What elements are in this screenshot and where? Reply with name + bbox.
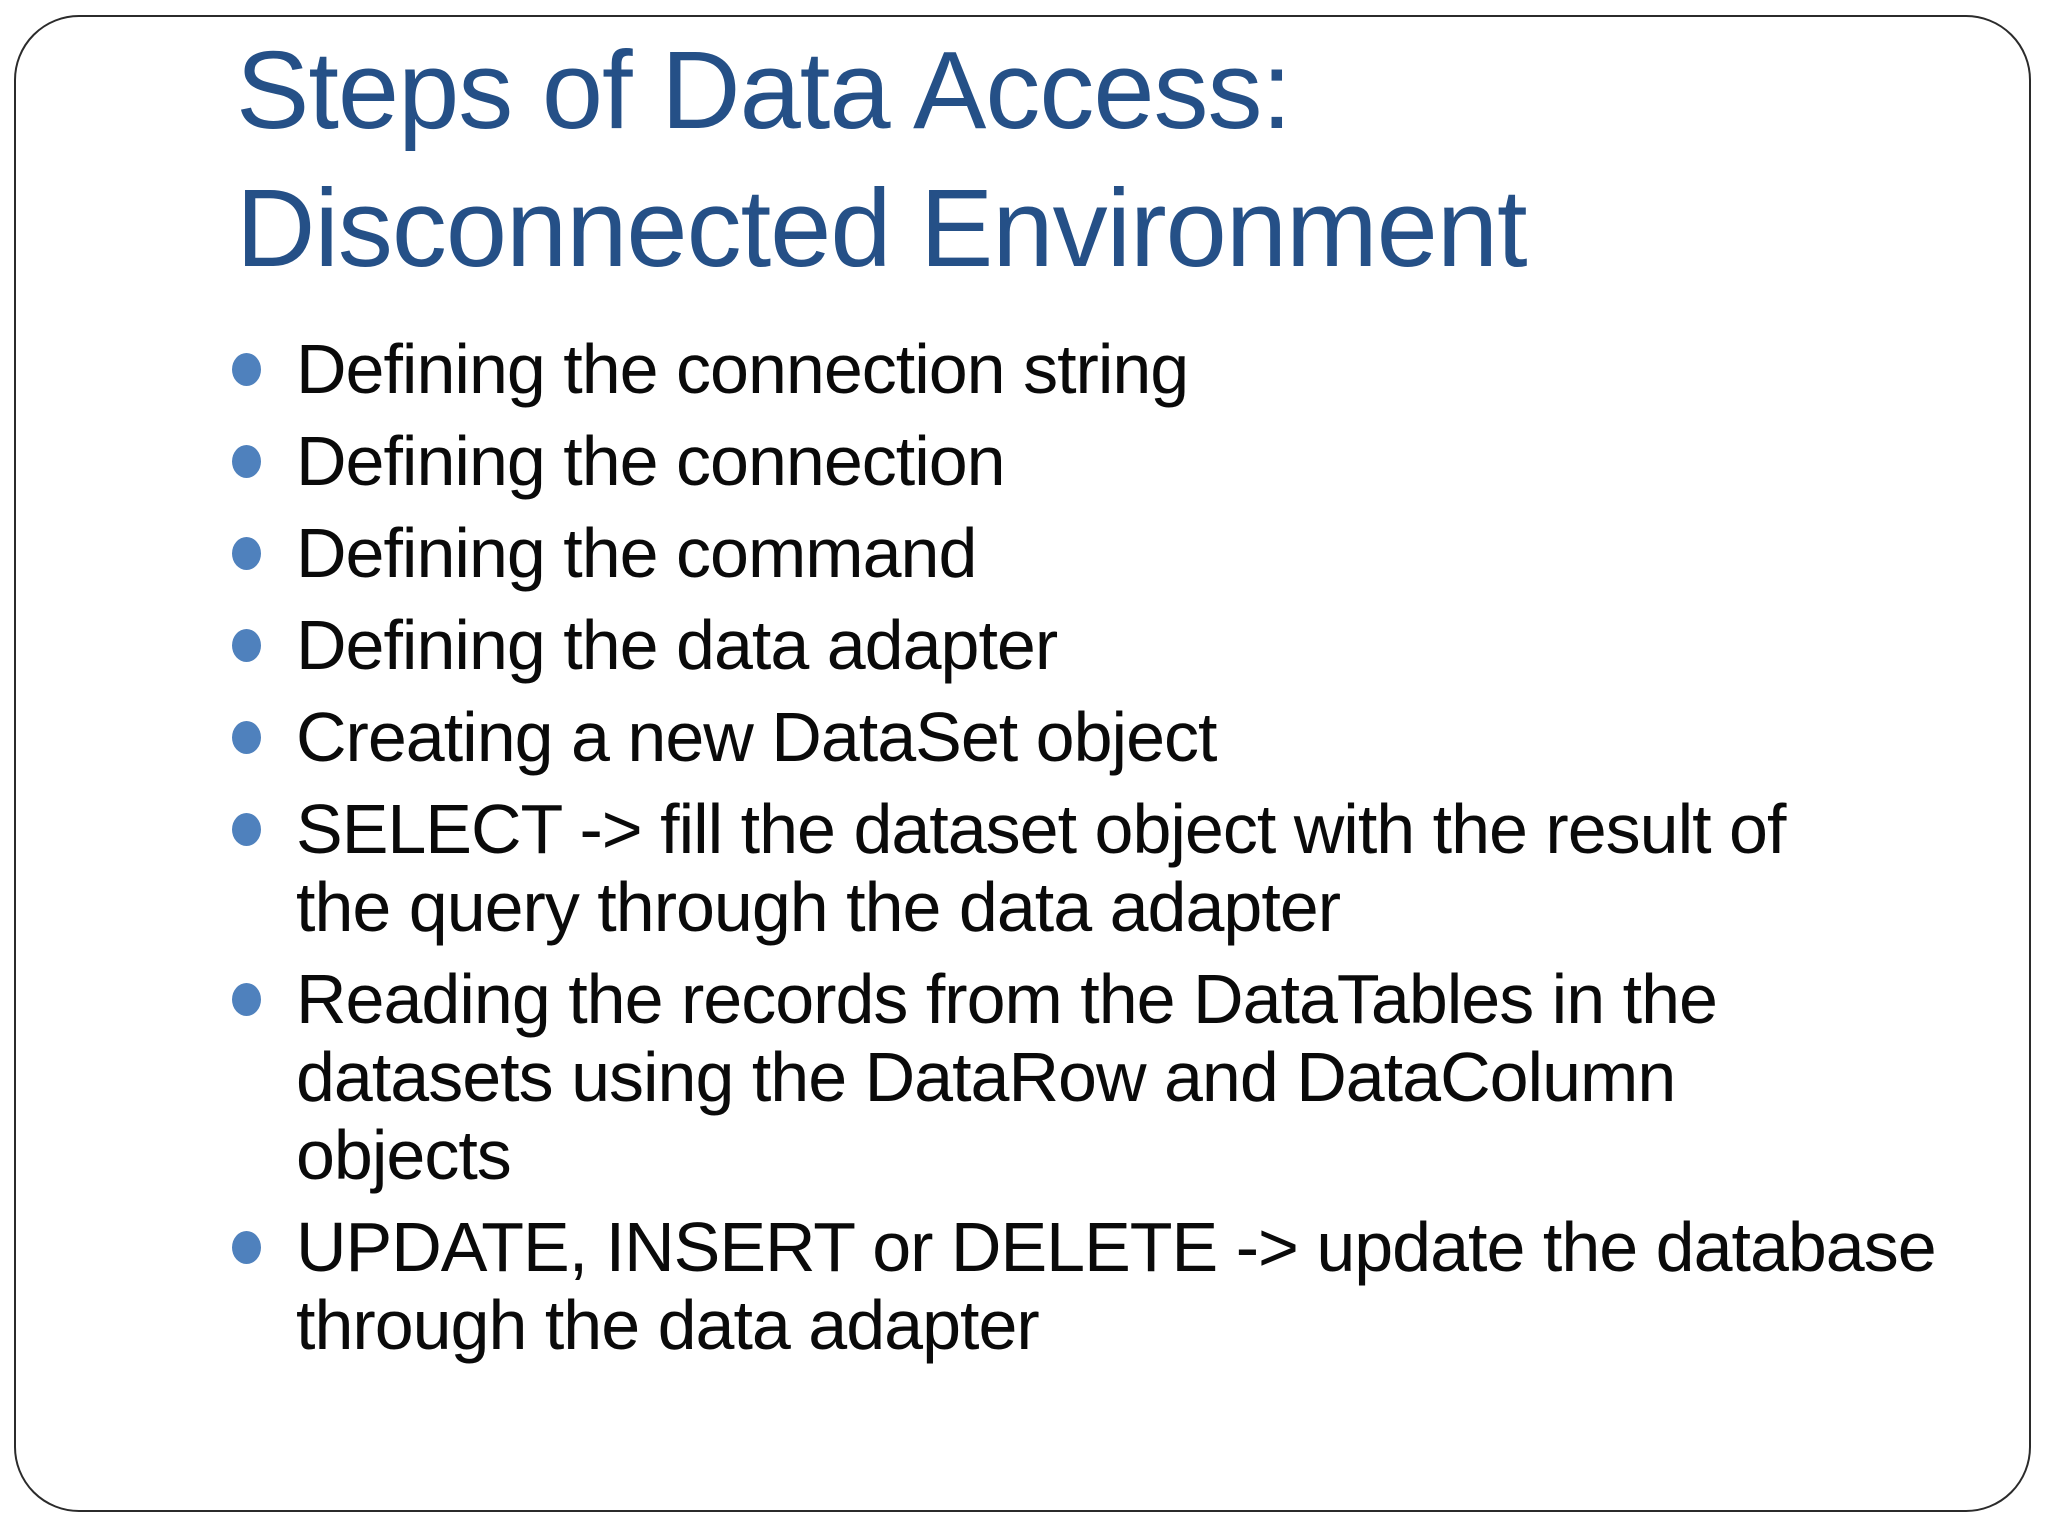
bullet-item: Creating a new DataSet object: [232, 698, 1936, 776]
slide-title-line-1: Steps of Data Access:: [236, 29, 1292, 152]
bullet-text: Defining the data adapter: [296, 606, 1936, 684]
bullet-item: Defining the connection string: [232, 330, 1936, 408]
slide-title-line-2: Disconnected Environment: [236, 167, 1528, 290]
bullet-item: UPDATE, INSERT or DELETE -> update the d…: [232, 1208, 1937, 1364]
bullet-text-line: Defining the command: [296, 514, 977, 592]
bullet-text-line: objects: [296, 1116, 512, 1194]
bullet-text-line: Defining the data adapter: [296, 606, 1058, 684]
bullet-dot-icon: [232, 537, 261, 570]
bullet-item: Defining the connection: [232, 422, 1936, 500]
bullet-text: SELECT -> fill the dataset object with t…: [296, 790, 1936, 946]
bullet-dot-icon: [232, 1231, 261, 1264]
bullet-text: UPDATE, INSERT or DELETE -> update the d…: [296, 1208, 1937, 1364]
slide-title: Steps of Data Access: Disconnected Envir…: [236, 22, 1528, 298]
bullet-item: Reading the records from the DataTables …: [232, 960, 1936, 1194]
bullet-text-line: the query through the data adapter: [296, 868, 1341, 946]
bullet-text: Creating a new DataSet object: [296, 698, 1936, 776]
bullet-dot-icon: [232, 721, 261, 754]
bullet-dot-icon: [232, 629, 261, 662]
bullet-text-line: Defining the connection string: [296, 330, 1189, 408]
bullet-text-line: Defining the connection: [296, 422, 1006, 500]
bullet-dot-icon: [232, 983, 261, 1016]
bullet-text-line: Creating a new DataSet object: [296, 698, 1217, 776]
bullet-text: Defining the connection: [296, 422, 1936, 500]
bullet-text: Reading the records from the DataTables …: [296, 960, 1936, 1194]
bullet-item: Defining the data adapter: [232, 606, 1936, 684]
bullet-text-line: through the data adapter: [296, 1286, 1040, 1364]
bullet-text-line: datasets using the DataRow and DataColum…: [296, 1038, 1676, 1116]
bullet-dot-icon: [232, 813, 261, 846]
bullet-text: Defining the command: [296, 514, 1936, 592]
bullet-text-line: SELECT -> fill the dataset object with t…: [296, 790, 1786, 868]
bullet-dot-icon: [232, 353, 261, 386]
bullet-item: SELECT -> fill the dataset object with t…: [232, 790, 1936, 946]
bullet-dot-icon: [232, 445, 261, 478]
bullet-text-line: Reading the records from the DataTables …: [296, 960, 1718, 1038]
bullet-item: Defining the command: [232, 514, 1936, 592]
bullet-text-line: UPDATE, INSERT or DELETE -> update the d…: [296, 1208, 1937, 1286]
bullet-text: Defining the connection string: [296, 330, 1936, 408]
